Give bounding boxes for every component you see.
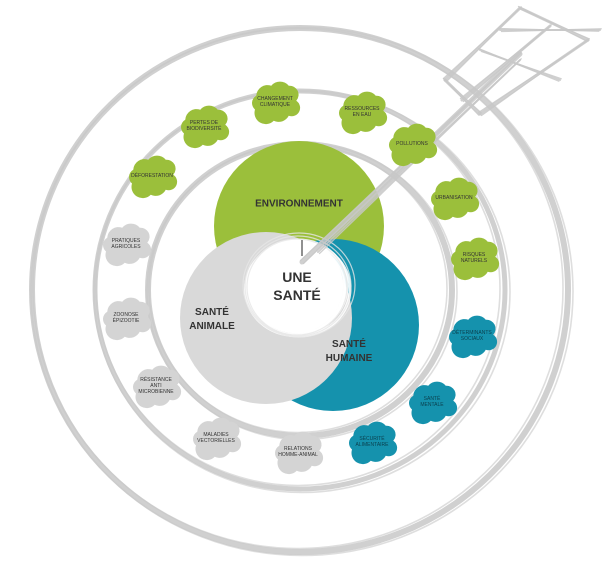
factor-cloud xyxy=(431,177,480,221)
outer-ring xyxy=(30,26,574,557)
sante-animale-label: SANTÉ ANIMALE xyxy=(189,307,235,332)
arrow-fletching xyxy=(500,28,602,33)
arrow-fletching xyxy=(462,24,552,103)
arrow-fletching xyxy=(445,80,482,114)
center-scribble xyxy=(244,235,352,337)
arrow-fletching xyxy=(480,38,590,117)
factor-cloud xyxy=(451,237,500,281)
factor-cloud xyxy=(252,81,301,125)
factor-clouds xyxy=(103,81,500,475)
arrow-fletching xyxy=(445,6,522,83)
factor-cloud xyxy=(193,417,242,461)
une-sante-label: UNE SANTÉ xyxy=(273,269,321,303)
sante-humaine-label: SANTÉ HUMAINE xyxy=(325,339,373,364)
factor-cloud xyxy=(349,421,398,465)
arrow-fletching xyxy=(520,8,590,40)
arrow-icon xyxy=(299,5,602,265)
middle-ring xyxy=(93,89,511,494)
factor-cloud xyxy=(129,155,178,199)
center-scribble xyxy=(242,232,356,338)
factor-cloud xyxy=(103,297,152,341)
venn-circles xyxy=(180,141,419,411)
environnement-label: ENVIRONNEMENT xyxy=(255,198,343,210)
factor-cloud xyxy=(389,123,438,167)
center-scribble xyxy=(246,238,348,336)
factor-cloud xyxy=(133,365,182,409)
factor-cloud xyxy=(409,381,458,425)
factor-cloud xyxy=(181,105,230,149)
factor-cloud xyxy=(339,91,388,135)
factor-cloud xyxy=(449,315,498,359)
arrow-fletching xyxy=(480,50,562,80)
factor-cloud xyxy=(103,223,152,267)
factor-cloud xyxy=(275,431,324,475)
